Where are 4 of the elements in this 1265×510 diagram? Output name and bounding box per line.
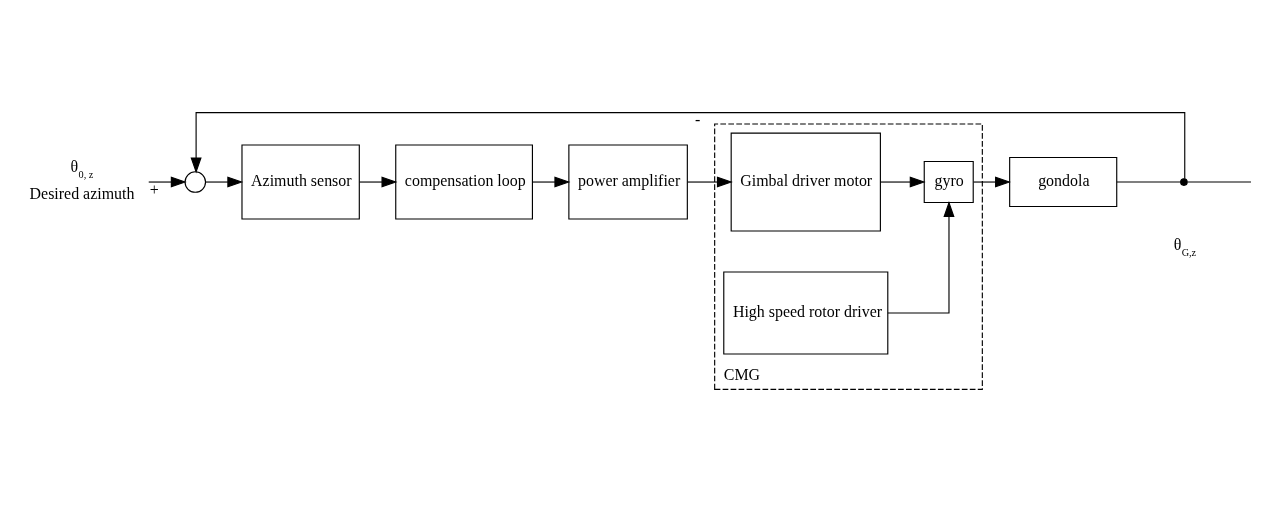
label: θ$_{G,z}$ (1173, 235, 1197, 258)
node-text: θ$_{0, z}$ Desired azimuth (29, 157, 135, 202)
edge-label: - (695, 110, 701, 128)
edge-label: + (149, 180, 159, 198)
